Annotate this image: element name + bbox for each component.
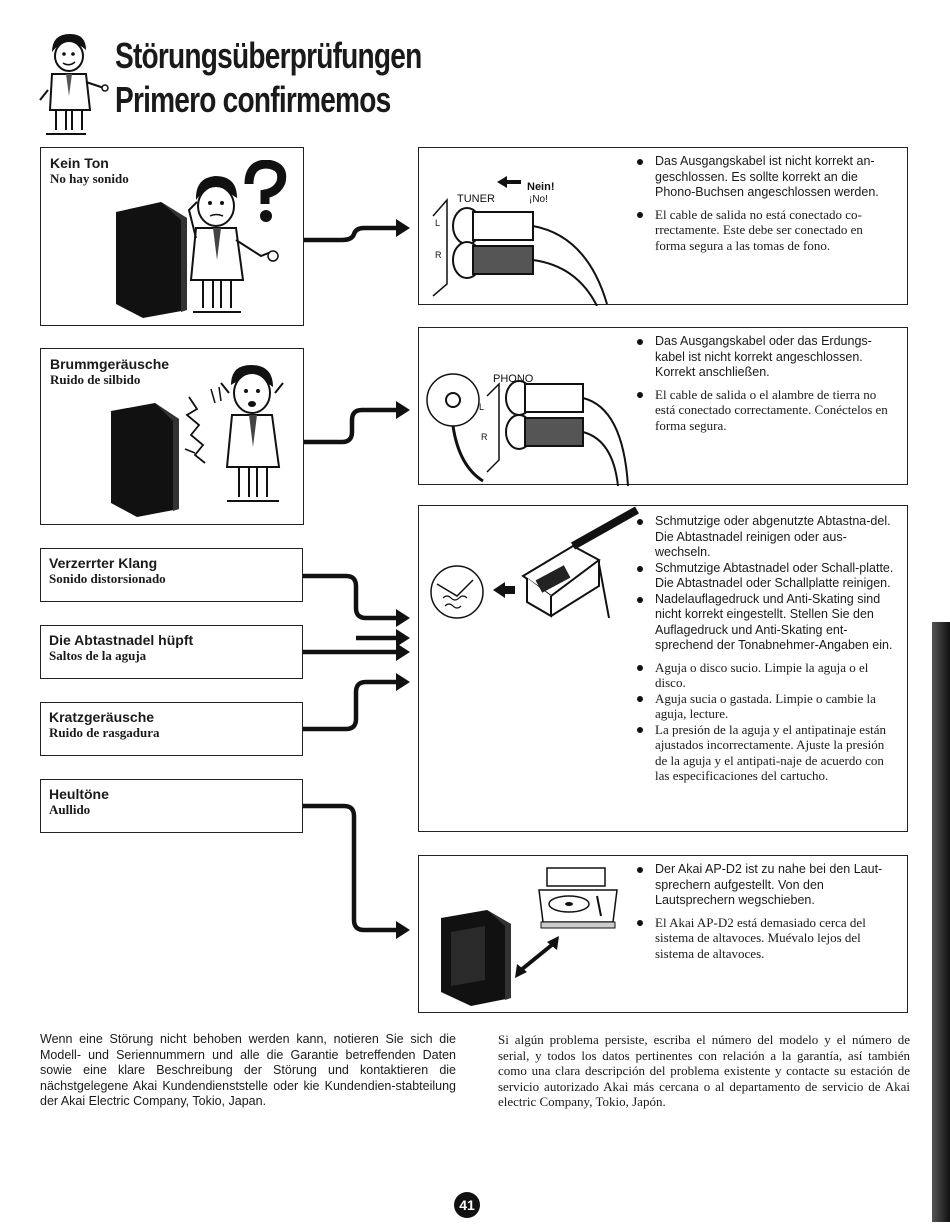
problem-label-de: Kratzgeräusche (49, 709, 155, 725)
footer-text-spanish: Si algún problema persiste, escriba el n… (498, 1032, 910, 1109)
right-channel-label: R (481, 432, 488, 442)
nein-label: Nein! (527, 181, 555, 193)
problem-label-de: Verzerrter Klang (49, 555, 158, 571)
no-label: ¡No! (529, 194, 548, 205)
tuner-label: TUNER (457, 193, 495, 205)
problem-box-distorted: Verzerrter Klang Sonido distorsionado (40, 548, 303, 602)
problem-box-hum: Brummgeräusche Ruido de silbido (40, 348, 304, 525)
page-title-german: Störungsüberprüfungen (115, 35, 422, 76)
page-number-badge: 41 (454, 1192, 480, 1218)
solution-item: El cable de salida no está conectado co-… (635, 207, 897, 254)
problem-label-es: Aullido (49, 802, 91, 817)
problem-label-es: Saltos de la aguja (49, 648, 147, 663)
problem-label-de: Brummgeräusche (50, 356, 170, 372)
solution-item: Aguja sucia o gastada. Limpie o cambie l… (635, 691, 897, 722)
problem-label-es: Ruido de rasgadura (49, 725, 160, 740)
speaker-noise-illustration (101, 359, 301, 521)
stylus-cartridge-illustration (423, 506, 645, 636)
solution-list: Der Akai AP-D2 ist zu nahe bei den Laut-… (635, 862, 897, 967)
solution-item: Das Ausgangskabel oder das Erdungs-kabel… (635, 334, 897, 381)
tuner-cable-illustration: TUNER L R Nein! ¡No! (427, 156, 627, 306)
solution-box-output-cable: TUNER L R Nein! ¡No! Das Ausgangskabel i… (418, 147, 908, 306)
solution-box-stylus: Schmutzige oder abgenutzte Abtastna-del.… (418, 505, 908, 832)
problem-box-no-sound: Kein Ton No hay sonido (40, 147, 304, 326)
solution-item: El cable de salida o el alambre de tierr… (635, 387, 897, 434)
problem-label-de: Heultöne (49, 786, 109, 802)
footer-text-german: Wenn eine Störung nicht behoben werden k… (40, 1032, 456, 1108)
speaker-man-illustration (111, 160, 301, 322)
left-channel-label: L (479, 402, 484, 412)
solution-box-ground-cable: PHONO L R Das Ausgangskabel oder das Erd… (418, 327, 908, 486)
phono-cable-illustration: PHONO L R (423, 336, 633, 486)
solution-list: Das Ausgangskabel oder das Erdungs-kabel… (635, 334, 897, 439)
solution-item: Nadelauflagedruck und Anti-Skating sind … (635, 592, 897, 654)
left-channel-label: L (435, 218, 440, 228)
solution-item: Das Ausgangskabel ist nicht korrekt an-g… (635, 154, 897, 201)
problem-box-needle-skips: Die Abtastnadel hüpft Saltos de la aguja (40, 625, 303, 679)
solution-item: Der Akai AP-D2 ist zu nahe bei den Laut-… (635, 862, 897, 909)
solution-item: Schmutzige Abtastnadel oder Schall-platt… (635, 561, 897, 592)
problem-label-es: No hay sonido (50, 171, 129, 186)
right-channel-label: R (435, 250, 442, 260)
problem-label-de: Kein Ton (50, 155, 109, 171)
problem-label-de: Die Abtastnadel hüpft (49, 632, 194, 648)
page-title-spanish: Primero confirmemos (115, 79, 391, 120)
problem-box-scratching: Kratzgeräusche Ruido de rasgadura (40, 702, 303, 756)
solution-item: La presión de la aguja y el antipatinaje… (635, 722, 897, 784)
header-mascot (38, 30, 110, 138)
solution-box-placement: Der Akai AP-D2 ist zu nahe bei den Laut-… (418, 855, 908, 1013)
solution-item: Aguja o disco sucio. Limpie la aguja o e… (635, 660, 897, 691)
solution-list: Schmutzige oder abgenutzte Abtastna-del.… (635, 514, 897, 784)
turntable-speaker-illustration (427, 860, 647, 1010)
problem-box-howling: Heultöne Aullido (40, 779, 303, 833)
solution-list: Das Ausgangskabel ist nicht korrekt an-g… (635, 154, 897, 259)
solution-item: El Akai AP-D2 está demasiado cerca del s… (635, 915, 897, 962)
problem-label-es: Sonido distorsionado (49, 571, 166, 586)
scan-edge-shadow (932, 622, 950, 1222)
problem-label-es: Ruido de silbido (50, 372, 141, 387)
solution-item: Schmutzige oder abgenutzte Abtastna-del.… (635, 514, 897, 561)
